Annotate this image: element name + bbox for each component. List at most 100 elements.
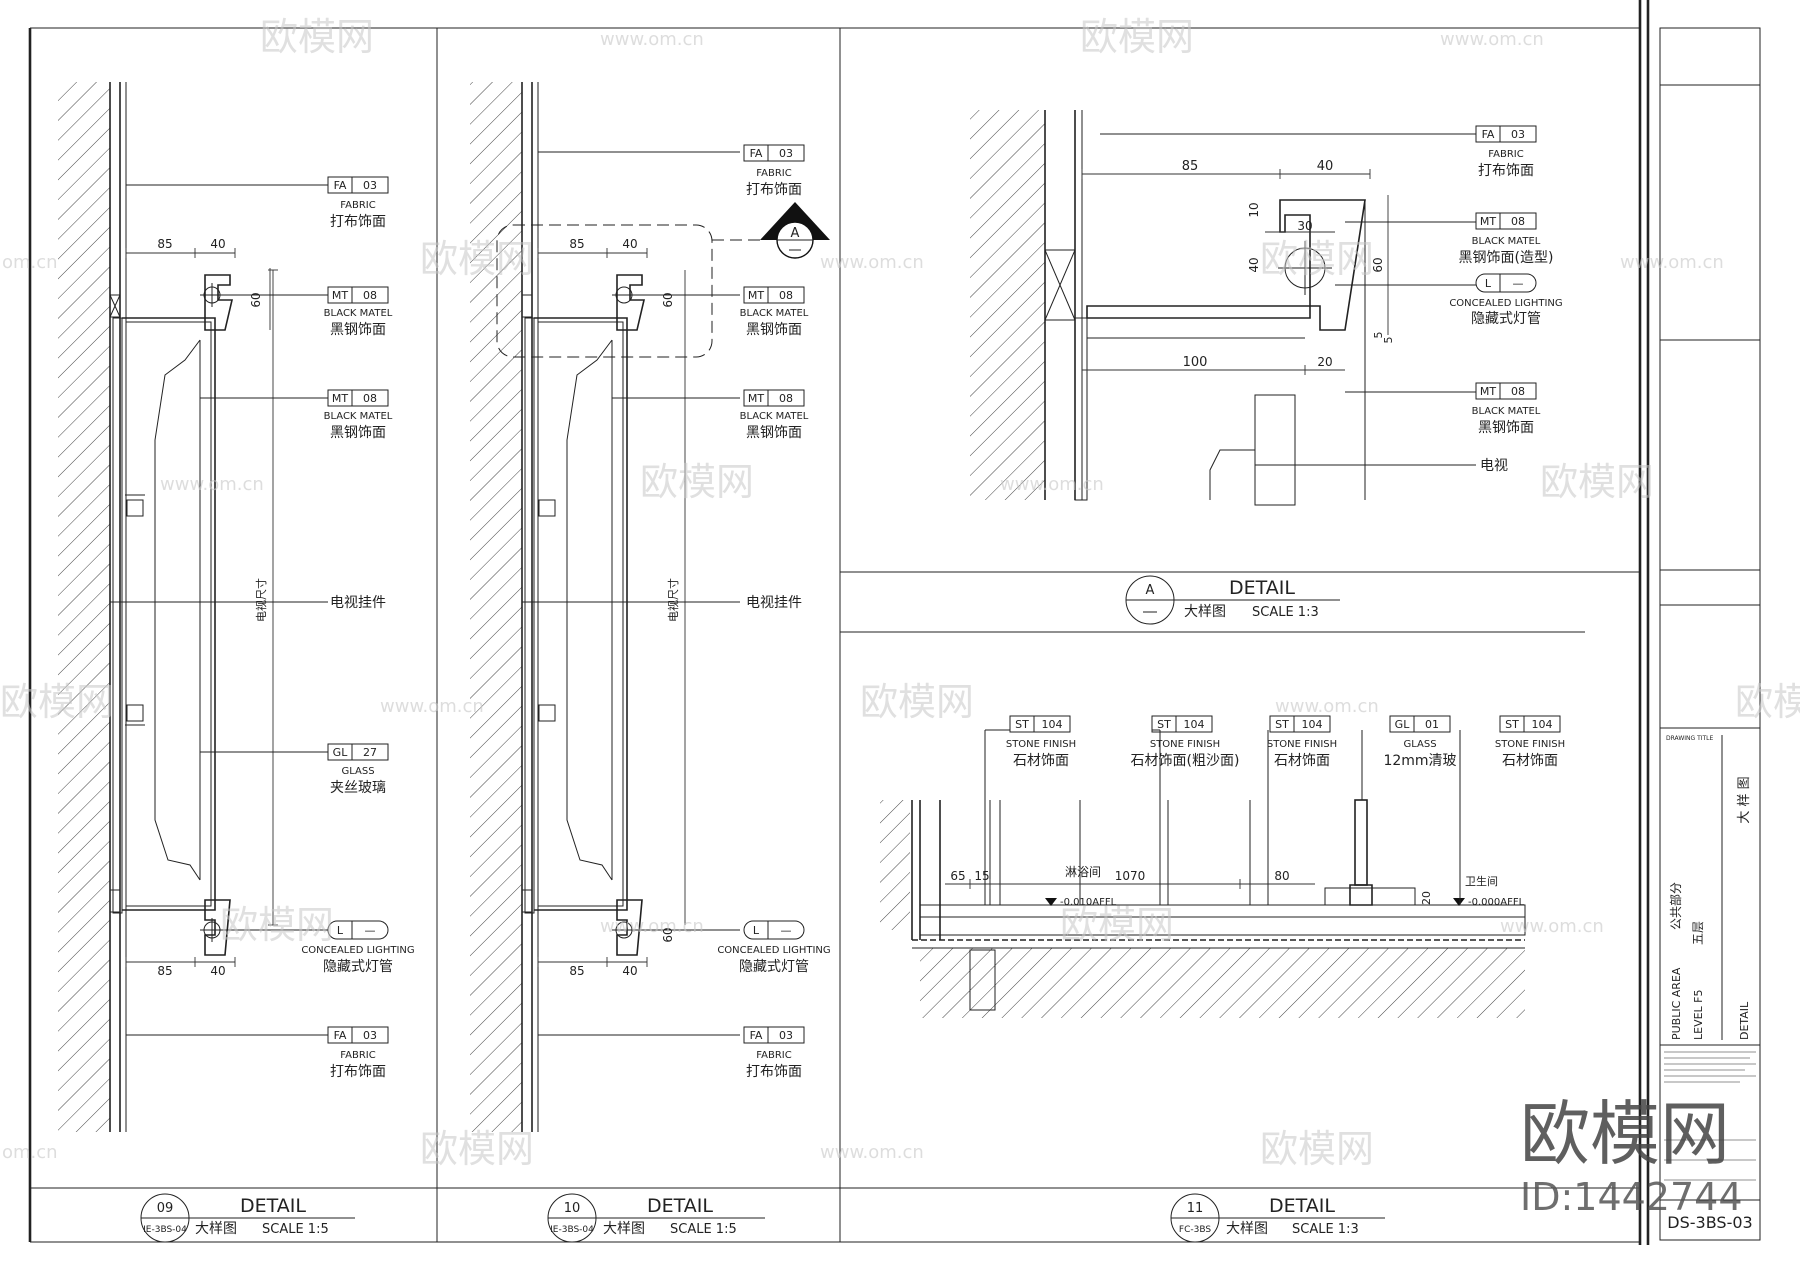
- svg-text:黑钢饰面: 黑钢饰面: [746, 322, 802, 338]
- tv-mount-label: 电视挂件: [746, 595, 802, 611]
- watermark-url: www.om.cn: [380, 696, 484, 717]
- watermark-logo: 欧模网: [1540, 460, 1654, 504]
- svg-text:石材饰面(粗沙面): 石材饰面(粗沙面): [1131, 753, 1240, 769]
- svg-text:100: 100: [1183, 355, 1208, 370]
- title-block: DRAWING TITLE 大 样 图 PUBLIC AREA 公共部分 LEV…: [1659, 27, 1761, 1241]
- watermark-logo: 欧模网: [420, 237, 534, 281]
- tag-fa-03: FA 03 FABRIC 打布饰面: [327, 176, 389, 230]
- blocking: [109, 294, 121, 318]
- svg-text:30: 30: [1297, 219, 1312, 233]
- panel-10: 电视尺寸 85 40 60 85 40 60 A: [470, 82, 831, 1243]
- svg-text:03: 03: [1511, 128, 1525, 141]
- svg-text:BLACK MATEL: BLACK MATEL: [1472, 236, 1541, 247]
- svg-text:ST: ST: [1015, 718, 1029, 731]
- svg-text:FA: FA: [334, 179, 347, 192]
- tag-lighting: L — CONCEALED LIGHTING 隐藏式灯管: [301, 920, 415, 975]
- svg-text:104: 104: [1184, 718, 1205, 731]
- room-right: 卫生间: [1465, 874, 1498, 888]
- blocking: [109, 889, 121, 913]
- fine-print: [1664, 1051, 1756, 1181]
- watermark-url: www.om.cn: [1440, 29, 1544, 50]
- detail-title-09: 09 IE-3BS-04 DETAIL 大样图 SCALE 1:5: [140, 1193, 355, 1243]
- watermark-url: www.om.cn: [600, 29, 704, 50]
- svg-text:40: 40: [1247, 257, 1261, 272]
- dim-60: 60: [249, 292, 263, 307]
- svg-text:黑钢饰面: 黑钢饰面: [330, 322, 386, 338]
- svg-text:FA: FA: [750, 147, 763, 160]
- svg-text:85: 85: [1182, 159, 1199, 174]
- svg-text:ST: ST: [1505, 718, 1519, 731]
- svg-text:GLASS: GLASS: [1403, 739, 1436, 750]
- wall-hatch: [58, 82, 110, 1132]
- svg-text:—: —: [1513, 277, 1524, 290]
- svg-text:40: 40: [1317, 159, 1334, 174]
- tag-mt-08-b: MT 08 BLACK MATEL 黑钢饰面: [324, 389, 393, 441]
- svg-text:SCALE 1:5: SCALE 1:5: [262, 1222, 329, 1237]
- svg-text:石材饰面: 石材饰面: [1013, 753, 1069, 769]
- svg-text:03: 03: [363, 179, 377, 192]
- svg-text:40: 40: [622, 964, 637, 978]
- svg-text:12mm清玻: 12mm清玻: [1383, 753, 1456, 769]
- watermark-url: www.om.cn: [1500, 916, 1604, 937]
- svg-text:BLACK MATEL: BLACK MATEL: [1472, 406, 1541, 417]
- svg-text:104: 104: [1302, 718, 1323, 731]
- watermark-logo: 欧模网: [260, 15, 374, 59]
- watermark-logo: 欧模网: [1735, 680, 1800, 724]
- svg-text:黑钢饰面: 黑钢饰面: [746, 425, 802, 441]
- svg-text:BLACK MATEL: BLACK MATEL: [324, 308, 393, 319]
- tag-lighting: L — CONCEALED LIGHTING 隐藏式灯管: [1449, 273, 1563, 327]
- svg-text:08: 08: [363, 289, 377, 302]
- svg-text:DETAIL: DETAIL: [1229, 577, 1295, 599]
- svg-text:L: L: [1485, 277, 1492, 290]
- svg-text:FA: FA: [750, 1029, 763, 1042]
- svg-text:15: 15: [974, 869, 989, 883]
- watermark-logo: 欧模网: [0, 680, 114, 724]
- svg-text:大样图: 大样图: [603, 1221, 645, 1237]
- sheet-number: DS-3BS-03: [1667, 1213, 1752, 1232]
- svg-text:ST: ST: [1157, 718, 1171, 731]
- svg-text:08: 08: [779, 392, 793, 405]
- svg-text:MT: MT: [748, 392, 764, 405]
- svg-text:1070: 1070: [1115, 869, 1146, 883]
- svg-text:BLACK MATEL: BLACK MATEL: [740, 308, 809, 319]
- tag-st-104-b: ST 104 STONE FINISH 石材饰面(粗沙面): [1131, 715, 1240, 769]
- svg-text:FABRIC: FABRIC: [340, 1050, 375, 1061]
- svg-text:GL: GL: [1395, 718, 1411, 731]
- svg-text:FABRIC: FABRIC: [340, 200, 375, 211]
- svg-text:DETAIL: DETAIL: [647, 1195, 713, 1217]
- svg-text:STONE FINISH: STONE FINISH: [1150, 739, 1220, 750]
- svg-text:MT: MT: [1480, 215, 1496, 228]
- panel-a: 85 40 10 30 40 60 100 20 5 5 FA 03 FABRI…: [970, 110, 1563, 625]
- tag-mt-08: MT 08 BLACK MATEL 黑钢饰面(造型): [1459, 212, 1553, 266]
- watermark-url: www.om.cn: [600, 916, 704, 937]
- svg-text:STONE FINISH: STONE FINISH: [1267, 739, 1337, 750]
- svg-text:DETAIL: DETAIL: [240, 1195, 306, 1217]
- tv-size-label: 电视尺寸: [666, 578, 680, 622]
- svg-text:85: 85: [569, 964, 584, 978]
- svg-text:SCALE 1:5: SCALE 1:5: [670, 1222, 737, 1237]
- sheet-frame: [28, 0, 1650, 1245]
- svg-text:104: 104: [1042, 718, 1063, 731]
- svg-text:SCALE 1:3: SCALE 1:3: [1292, 1222, 1359, 1237]
- svg-text:SCALE 1:3: SCALE 1:3: [1252, 605, 1319, 620]
- svg-text:03: 03: [363, 1029, 377, 1042]
- watermark-url: www.om.cn: [1620, 252, 1724, 273]
- tv-mount-label: 电视挂件: [330, 595, 386, 611]
- level-en: LEVEL F5: [1692, 989, 1705, 1040]
- tag-fa-03-b: FA 03 FABRIC 打布饰面: [743, 1026, 805, 1080]
- watermark-logo: 欧模网: [420, 1127, 534, 1171]
- svg-text:60: 60: [1371, 257, 1385, 272]
- svg-text:65: 65: [950, 869, 965, 883]
- watermark-id: ID:1442744: [1520, 1175, 1743, 1219]
- svg-text:MT: MT: [1480, 385, 1496, 398]
- svg-text:10: 10: [564, 1201, 581, 1216]
- svg-text:01: 01: [1425, 718, 1439, 731]
- svg-text:08: 08: [1511, 215, 1525, 228]
- svg-text:IE-3BS-04: IE-3BS-04: [143, 1225, 187, 1235]
- tag-fa-03: FA 03 FABRIC 打布饰面: [1475, 125, 1537, 179]
- svg-text:27: 27: [363, 746, 377, 759]
- svg-text:STONE FINISH: STONE FINISH: [1006, 739, 1076, 750]
- bottom-cap-profile: [204, 899, 231, 956]
- svg-text:CONCEALED LIGHTING: CONCEALED LIGHTING: [301, 945, 414, 956]
- tv-size-label: 电视尺寸: [254, 578, 268, 622]
